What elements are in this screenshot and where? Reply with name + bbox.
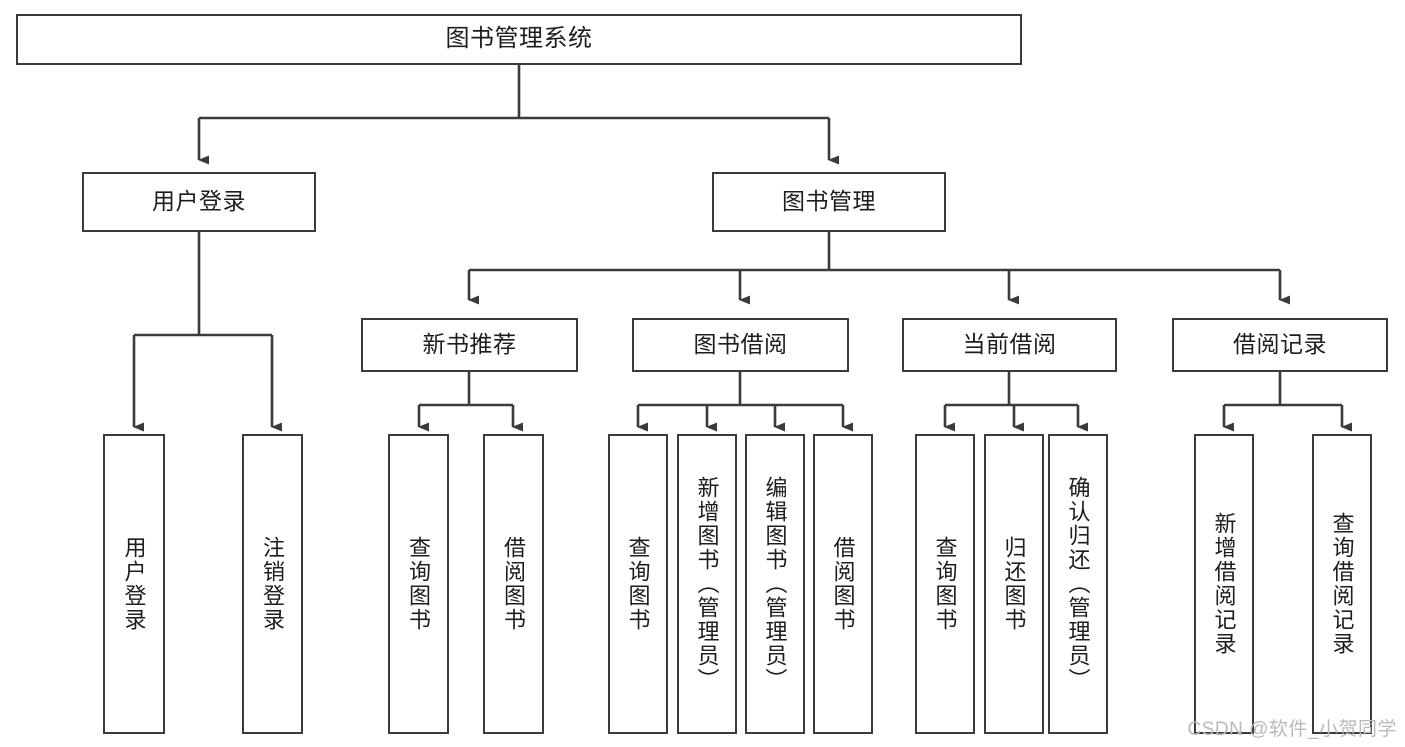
- node-label: 新增图书（管理员）: [694, 476, 720, 692]
- leaf-book-borrow-edit-book-admin[interactable]: 编辑图书（管理员）: [745, 434, 805, 734]
- node-label: 新增借阅记录: [1211, 512, 1237, 656]
- csdn-watermark: CSDN @软件_小贺同学: [1187, 719, 1397, 740]
- node-current-borrow[interactable]: 当前借阅: [902, 318, 1117, 372]
- node-label: 图书借阅: [693, 331, 788, 358]
- node-label: 查询图书: [932, 536, 958, 632]
- leaf-book-borrow-query-book[interactable]: 查询图书: [608, 434, 668, 734]
- leaf-current-borrow-return-book[interactable]: 归还图书: [984, 434, 1044, 734]
- leaf-user-login-logout[interactable]: 注销登录: [242, 434, 303, 734]
- node-book-management[interactable]: 图书管理: [712, 172, 946, 232]
- leaf-current-borrow-confirm-return-admin[interactable]: 确认归还（管理员）: [1048, 434, 1108, 734]
- leaf-current-borrow-query-book[interactable]: 查询图书: [915, 434, 975, 734]
- node-label: 当前借阅: [962, 331, 1057, 358]
- node-label: 查询图书: [625, 536, 651, 632]
- node-label: 图书管理系统: [445, 25, 593, 53]
- node-borrow-record[interactable]: 借阅记录: [1172, 318, 1388, 372]
- node-label: 借阅记录: [1233, 331, 1327, 358]
- node-label: 注销登录: [260, 536, 286, 632]
- node-label: 借阅图书: [830, 536, 856, 632]
- node-label: 归还图书: [1001, 536, 1027, 632]
- node-user-login[interactable]: 用户登录: [82, 172, 316, 232]
- leaf-borrow-record-add-record[interactable]: 新增借阅记录: [1194, 434, 1254, 734]
- node-label: 用户登录: [121, 536, 147, 632]
- node-new-book-recommend[interactable]: 新书推荐: [361, 318, 578, 372]
- node-root-book-management-system[interactable]: 图书管理系统: [16, 14, 1022, 65]
- node-label: 查询图书: [406, 536, 432, 632]
- leaf-book-borrow-borrow-book[interactable]: 借阅图书: [813, 434, 873, 734]
- node-book-borrow[interactable]: 图书借阅: [632, 318, 849, 372]
- leaf-new-book-query-book[interactable]: 查询图书: [388, 434, 449, 734]
- leaf-book-borrow-add-book-admin[interactable]: 新增图书（管理员）: [677, 434, 737, 734]
- node-label: 查询借阅记录: [1329, 512, 1355, 656]
- leaf-new-book-borrow-book[interactable]: 借阅图书: [483, 434, 544, 734]
- node-label: 借阅图书: [501, 536, 527, 632]
- node-label: 新书推荐: [422, 331, 517, 358]
- leaf-borrow-record-query-record[interactable]: 查询借阅记录: [1312, 434, 1372, 734]
- node-label: 确认归还（管理员）: [1065, 476, 1091, 692]
- leaf-user-login-login[interactable]: 用户登录: [103, 434, 165, 734]
- node-label: 用户登录: [152, 188, 246, 215]
- node-label: 编辑图书（管理员）: [762, 476, 788, 692]
- node-label: 图书管理: [782, 188, 876, 215]
